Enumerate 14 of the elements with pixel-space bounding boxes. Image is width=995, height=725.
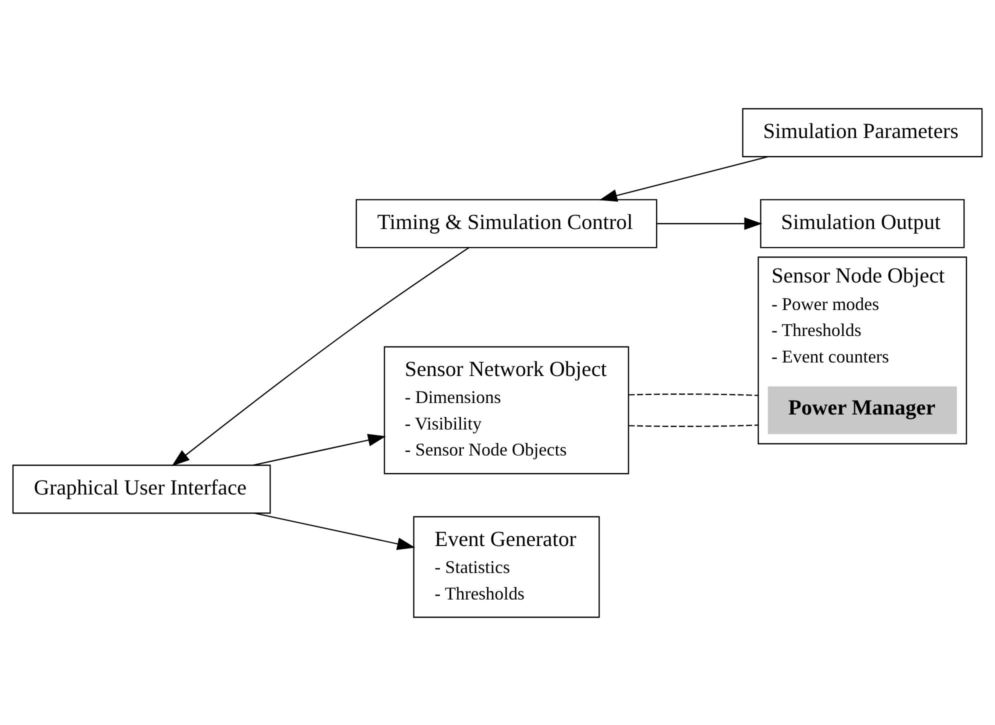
node-box: Power Manager: [768, 386, 957, 434]
connector: [628, 424, 758, 426]
arrow: [172, 246, 470, 466]
node-box: Sensor Network Object - Dimensions - Visibility - Sensor Node Objects: [384, 346, 630, 474]
node-box: Graphical User Interface: [12, 464, 271, 514]
arrow: [599, 156, 768, 202]
node-box: Event Generator - Statistics - Thresholds: [413, 516, 600, 618]
connector: [628, 393, 758, 396]
node-box: Simulation Parameters: [742, 108, 983, 157]
node-box: Timing & Simulation Control: [356, 198, 658, 248]
arrow: [254, 512, 416, 550]
arrow: [657, 216, 762, 230]
arrow: [252, 433, 386, 466]
node-box: Simulation Output: [760, 198, 965, 248]
